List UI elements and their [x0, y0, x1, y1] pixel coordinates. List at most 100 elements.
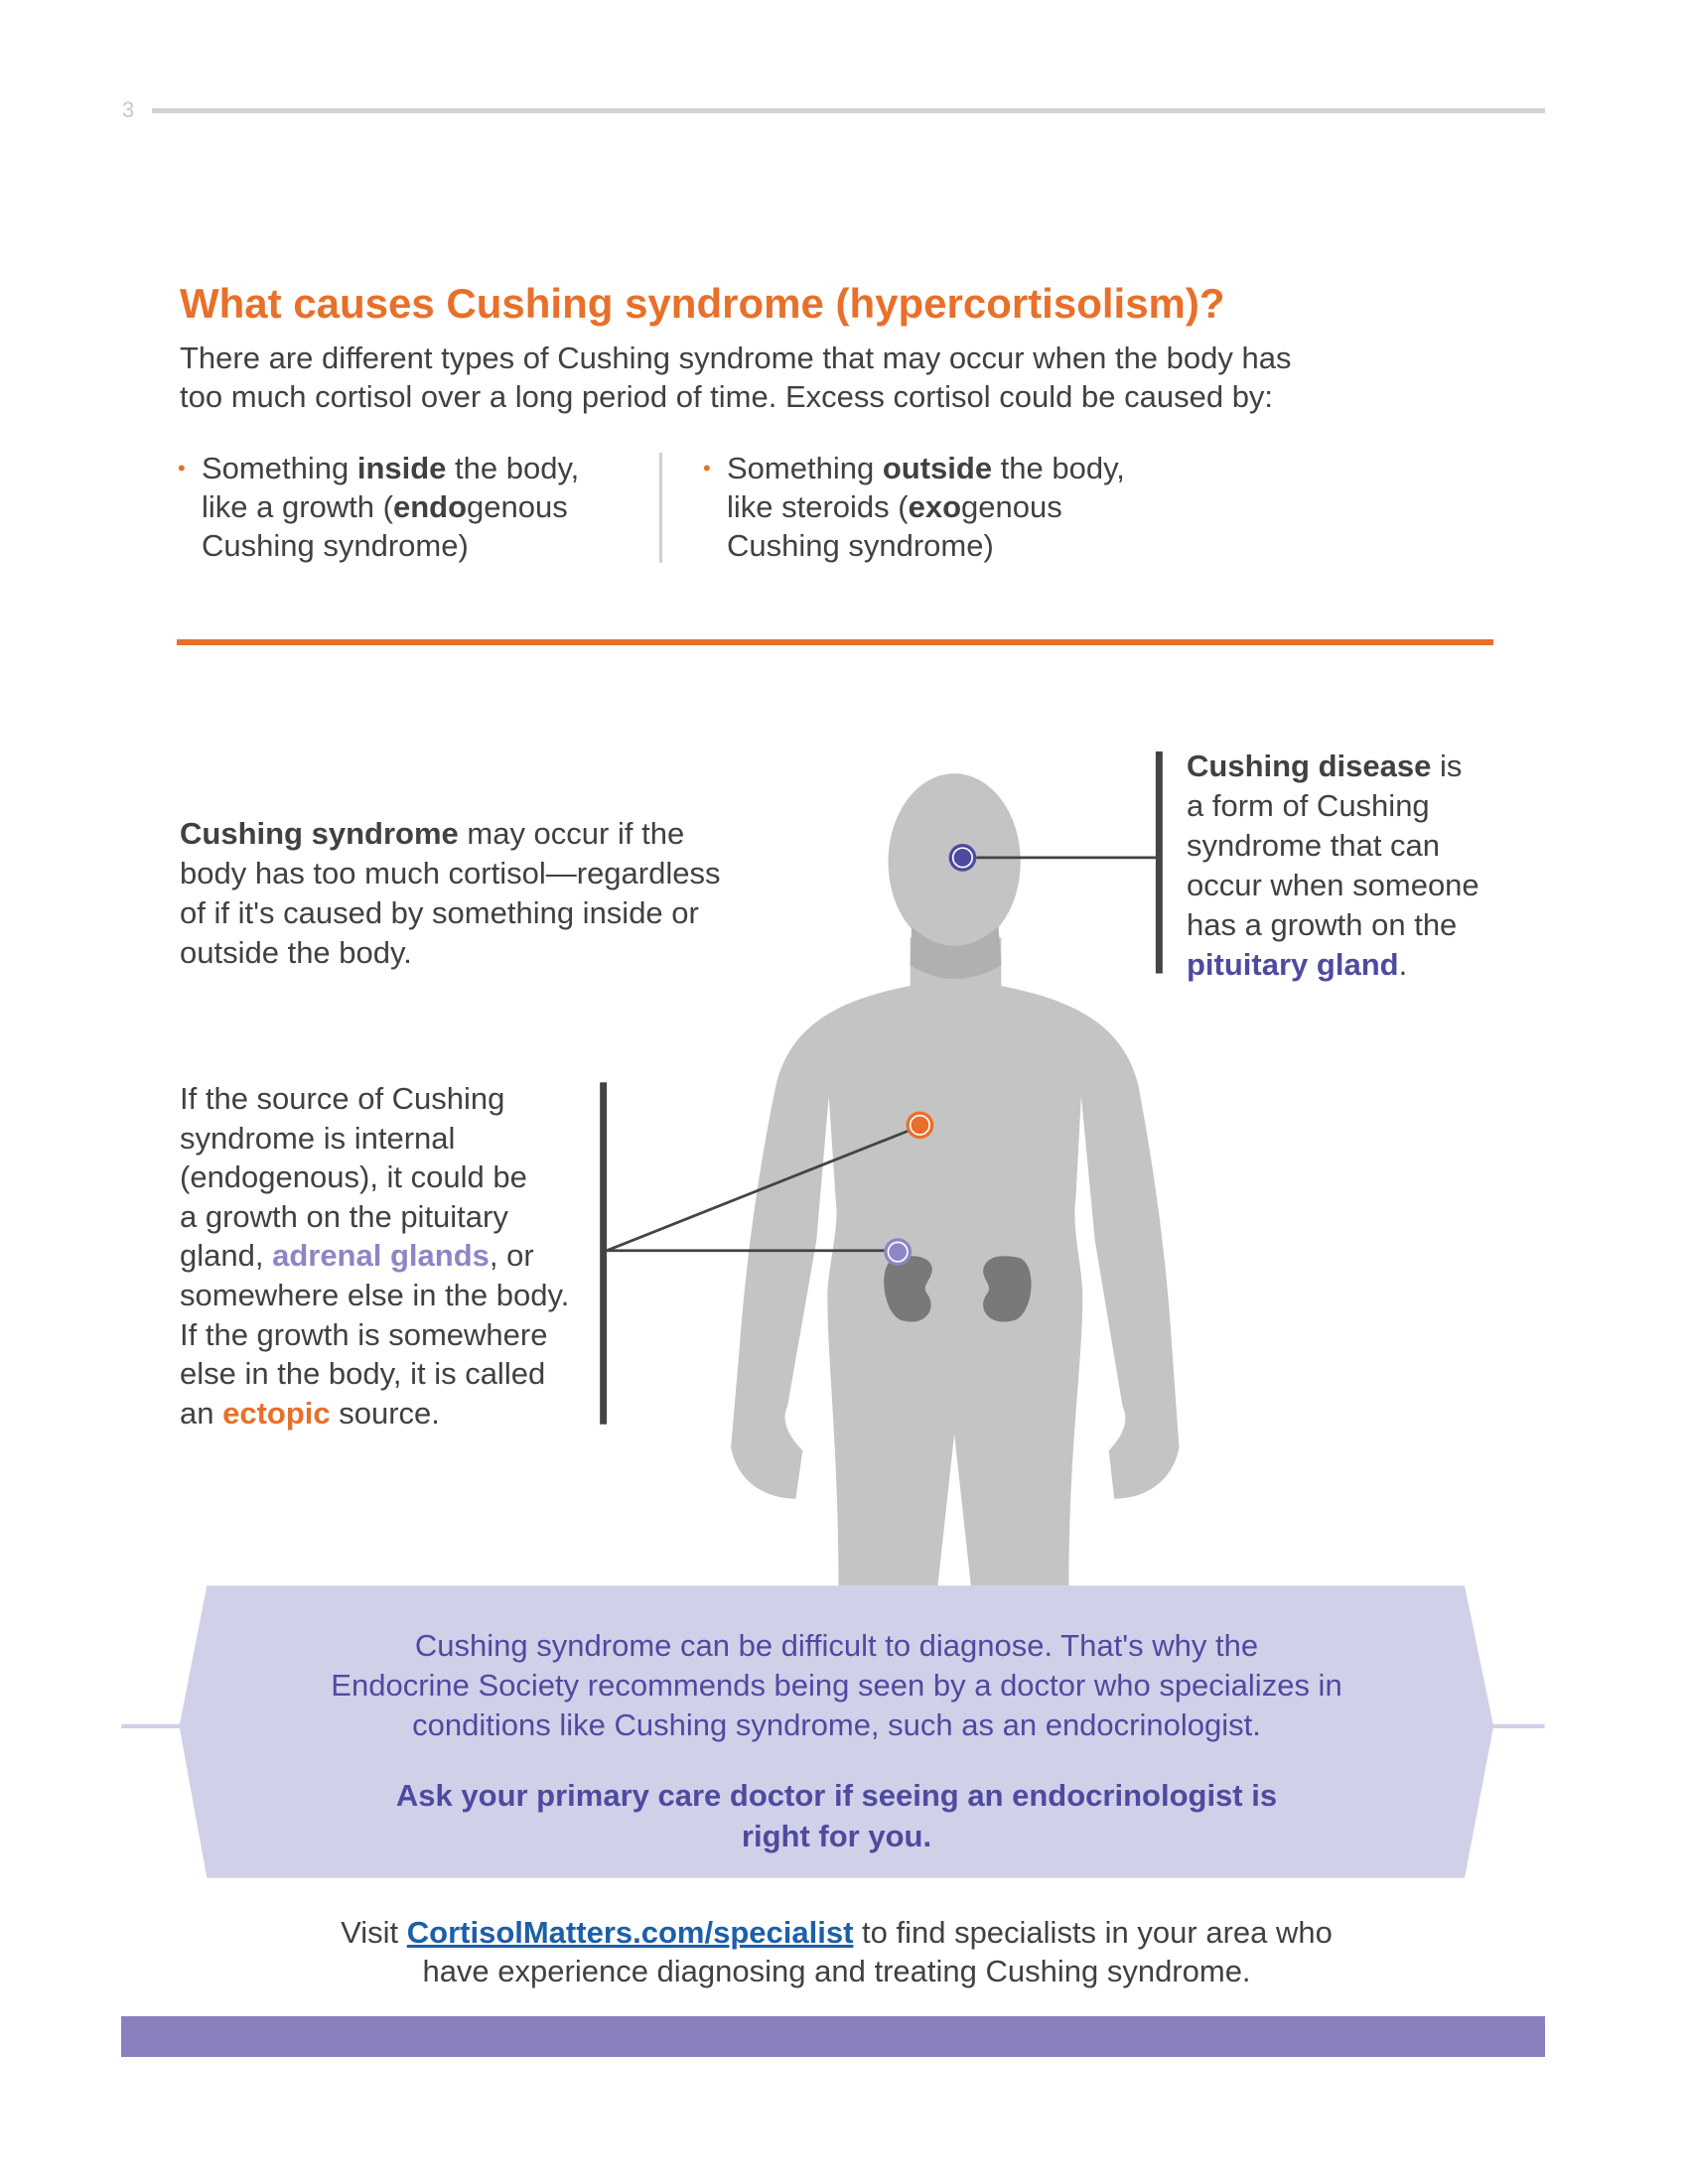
cause-inside-text: Something inside the body,like a growth …: [202, 449, 579, 565]
text-line: like a growth (endogenous: [202, 487, 579, 526]
text-line: pituitary gland.: [1187, 945, 1479, 985]
text-line: Something outside the body,: [727, 449, 1125, 487]
text-segment: Endocrine Society recommends being seen …: [331, 1668, 1342, 1703]
text-segment: source.: [330, 1395, 440, 1431]
text-segment: Cushing syndrome): [727, 528, 994, 563]
page-title: What causes Cushing syndrome (hypercorti…: [180, 280, 1225, 327]
text-line: If the growth is somewhere: [180, 1315, 569, 1355]
recommendation-banner: [179, 1585, 1494, 1878]
text-segment: gland,: [180, 1238, 273, 1274]
text-line: gland, adrenal glands, or: [180, 1236, 569, 1276]
body-silhouette: [731, 937, 1180, 1586]
text-segment: outside the body.: [180, 935, 412, 970]
column-divider: [659, 453, 662, 563]
text-line: Cushing syndrome): [727, 526, 1125, 565]
text-segment: Cushing disease: [1187, 749, 1432, 783]
text-segment: an: [180, 1395, 223, 1431]
text-segment: a form of Cushing: [1187, 788, 1430, 823]
text-segment: ectopic: [222, 1395, 331, 1431]
text-line: a growth on the pituitary: [180, 1197, 569, 1237]
text-segment: to find specialists in your area who: [853, 1915, 1333, 1950]
text-segment: like a growth (: [202, 489, 393, 524]
text-segment: outside: [882, 451, 993, 485]
cause-outside-text: Something outside the body,like steroids…: [727, 449, 1125, 565]
text-line: have experience diagnosing and treating …: [180, 1952, 1493, 1990]
text-line: else in the body, it is called: [180, 1354, 569, 1394]
text-segment: syndrome is internal: [180, 1120, 456, 1156]
text-line: too much cortisol over a long period of …: [180, 377, 1291, 416]
page-number: 3: [122, 97, 135, 122]
text-segment: conditions like Cushing syndrome, such a…: [412, 1707, 1261, 1742]
banner-call-to-action: Ask your primary care doctor if seeing a…: [180, 1775, 1493, 1856]
text-line: conditions like Cushing syndrome, such a…: [180, 1706, 1493, 1745]
text-line: an ectopic source.: [180, 1394, 569, 1433]
text-line: Cushing syndrome can be difficult to dia…: [180, 1626, 1493, 1666]
source-description: If the source of Cushing syndrome is inte…: [180, 1079, 569, 1433]
text-segment: pituitary gland: [1187, 947, 1399, 982]
text-segment: Cushing syndrome: [180, 816, 459, 851]
left-kidney-icon: [884, 1256, 932, 1322]
text-segment: the body,: [992, 451, 1125, 485]
text-segment: is: [1431, 749, 1463, 783]
chin-shadow: [910, 926, 1002, 980]
cause-outside: • Something outside the body,like steroi…: [703, 449, 1125, 565]
text-segment: Something: [202, 451, 357, 485]
text-segment: genous: [961, 489, 1062, 524]
intro-paragraph: There are different types of Cushing syn…: [180, 339, 1291, 416]
text-line: If the source of Cushing: [180, 1079, 569, 1119]
text-line: Endocrine Society recommends being seen …: [180, 1666, 1493, 1706]
text-segment: If the source of Cushing: [180, 1081, 505, 1116]
text-segment: (endogenous), it could be: [180, 1160, 527, 1195]
text-segment: If the growth is somewhere: [180, 1316, 548, 1352]
cause-inside: • Something inside the body,like a growt…: [178, 449, 579, 565]
text-line: outside the body.: [180, 933, 720, 973]
bullet-icon: •: [703, 456, 711, 480]
banner-text: Cushing syndrome can be difficult to dia…: [180, 1626, 1493, 1745]
text-segment: may occur if the: [458, 816, 685, 851]
right-kidney-icon: [983, 1256, 1032, 1322]
text-line: syndrome is internal: [180, 1119, 569, 1159]
text-segment: right for you.: [741, 1819, 932, 1853]
bullet-icon: •: [178, 456, 186, 480]
visit-specialist-text: Visit CortisolMatters.com/specialist to …: [180, 1913, 1493, 1990]
text-segment: too much cortisol over a long period of …: [180, 379, 1274, 414]
text-segment: Ask your primary care doctor if seeing a…: [395, 1778, 1278, 1813]
text-segment: , or: [489, 1238, 534, 1274]
text-line: syndrome that can: [1187, 826, 1479, 866]
text-segment: of if it's caused by something inside or: [180, 895, 699, 930]
text-segment: have experience diagnosing and treating …: [422, 1954, 1251, 1988]
text-line: has a growth on the: [1187, 905, 1479, 945]
text-segment: inside: [356, 451, 447, 485]
text-line: a form of Cushing: [1187, 786, 1479, 826]
text-segment: has a growth on the: [1187, 907, 1458, 942]
text-segment: Something: [727, 451, 883, 485]
text-segment: occur when someone: [1187, 868, 1479, 902]
text-segment: endo: [392, 489, 468, 524]
text-segment: somewhere else in the body.: [180, 1277, 570, 1312]
specialist-link[interactable]: CortisolMatters.com/specialist: [406, 1915, 854, 1950]
text-segment: body has too much cortisol—regardless: [180, 856, 721, 890]
text-line: Cushing disease is: [1187, 747, 1479, 786]
ectopic-marker-icon: [906, 1111, 934, 1140]
text-line: right for you.: [180, 1816, 1493, 1856]
header-rule: [152, 108, 1545, 113]
text-line: Ask your primary care doctor if seeing a…: [180, 1775, 1493, 1816]
footer-bar: [121, 2016, 1545, 2057]
ectopic-leader-line: [606, 1129, 910, 1253]
source-callout-bar: [600, 1082, 608, 1425]
text-line: Visit CortisolMatters.com/specialist to …: [180, 1913, 1493, 1952]
text-segment: else in the body, it is called: [180, 1356, 546, 1392]
section-divider: [177, 639, 1493, 645]
adrenal-marker-icon: [884, 1238, 913, 1266]
syndrome-description: Cushing syndrome may occur if the body ha…: [180, 814, 720, 973]
text-segment: Cushing syndrome can be difficult to dia…: [414, 1628, 1259, 1663]
text-segment: like steroids (: [727, 489, 909, 524]
text-line: Cushing syndrome): [202, 526, 579, 565]
text-segment: syndrome that can: [1187, 828, 1441, 863]
text-segment: genous: [467, 489, 568, 524]
text-line: There are different types of Cushing syn…: [180, 339, 1291, 377]
text-segment: Cushing syndrome): [202, 528, 469, 563]
text-segment: adrenal glands: [272, 1238, 490, 1274]
